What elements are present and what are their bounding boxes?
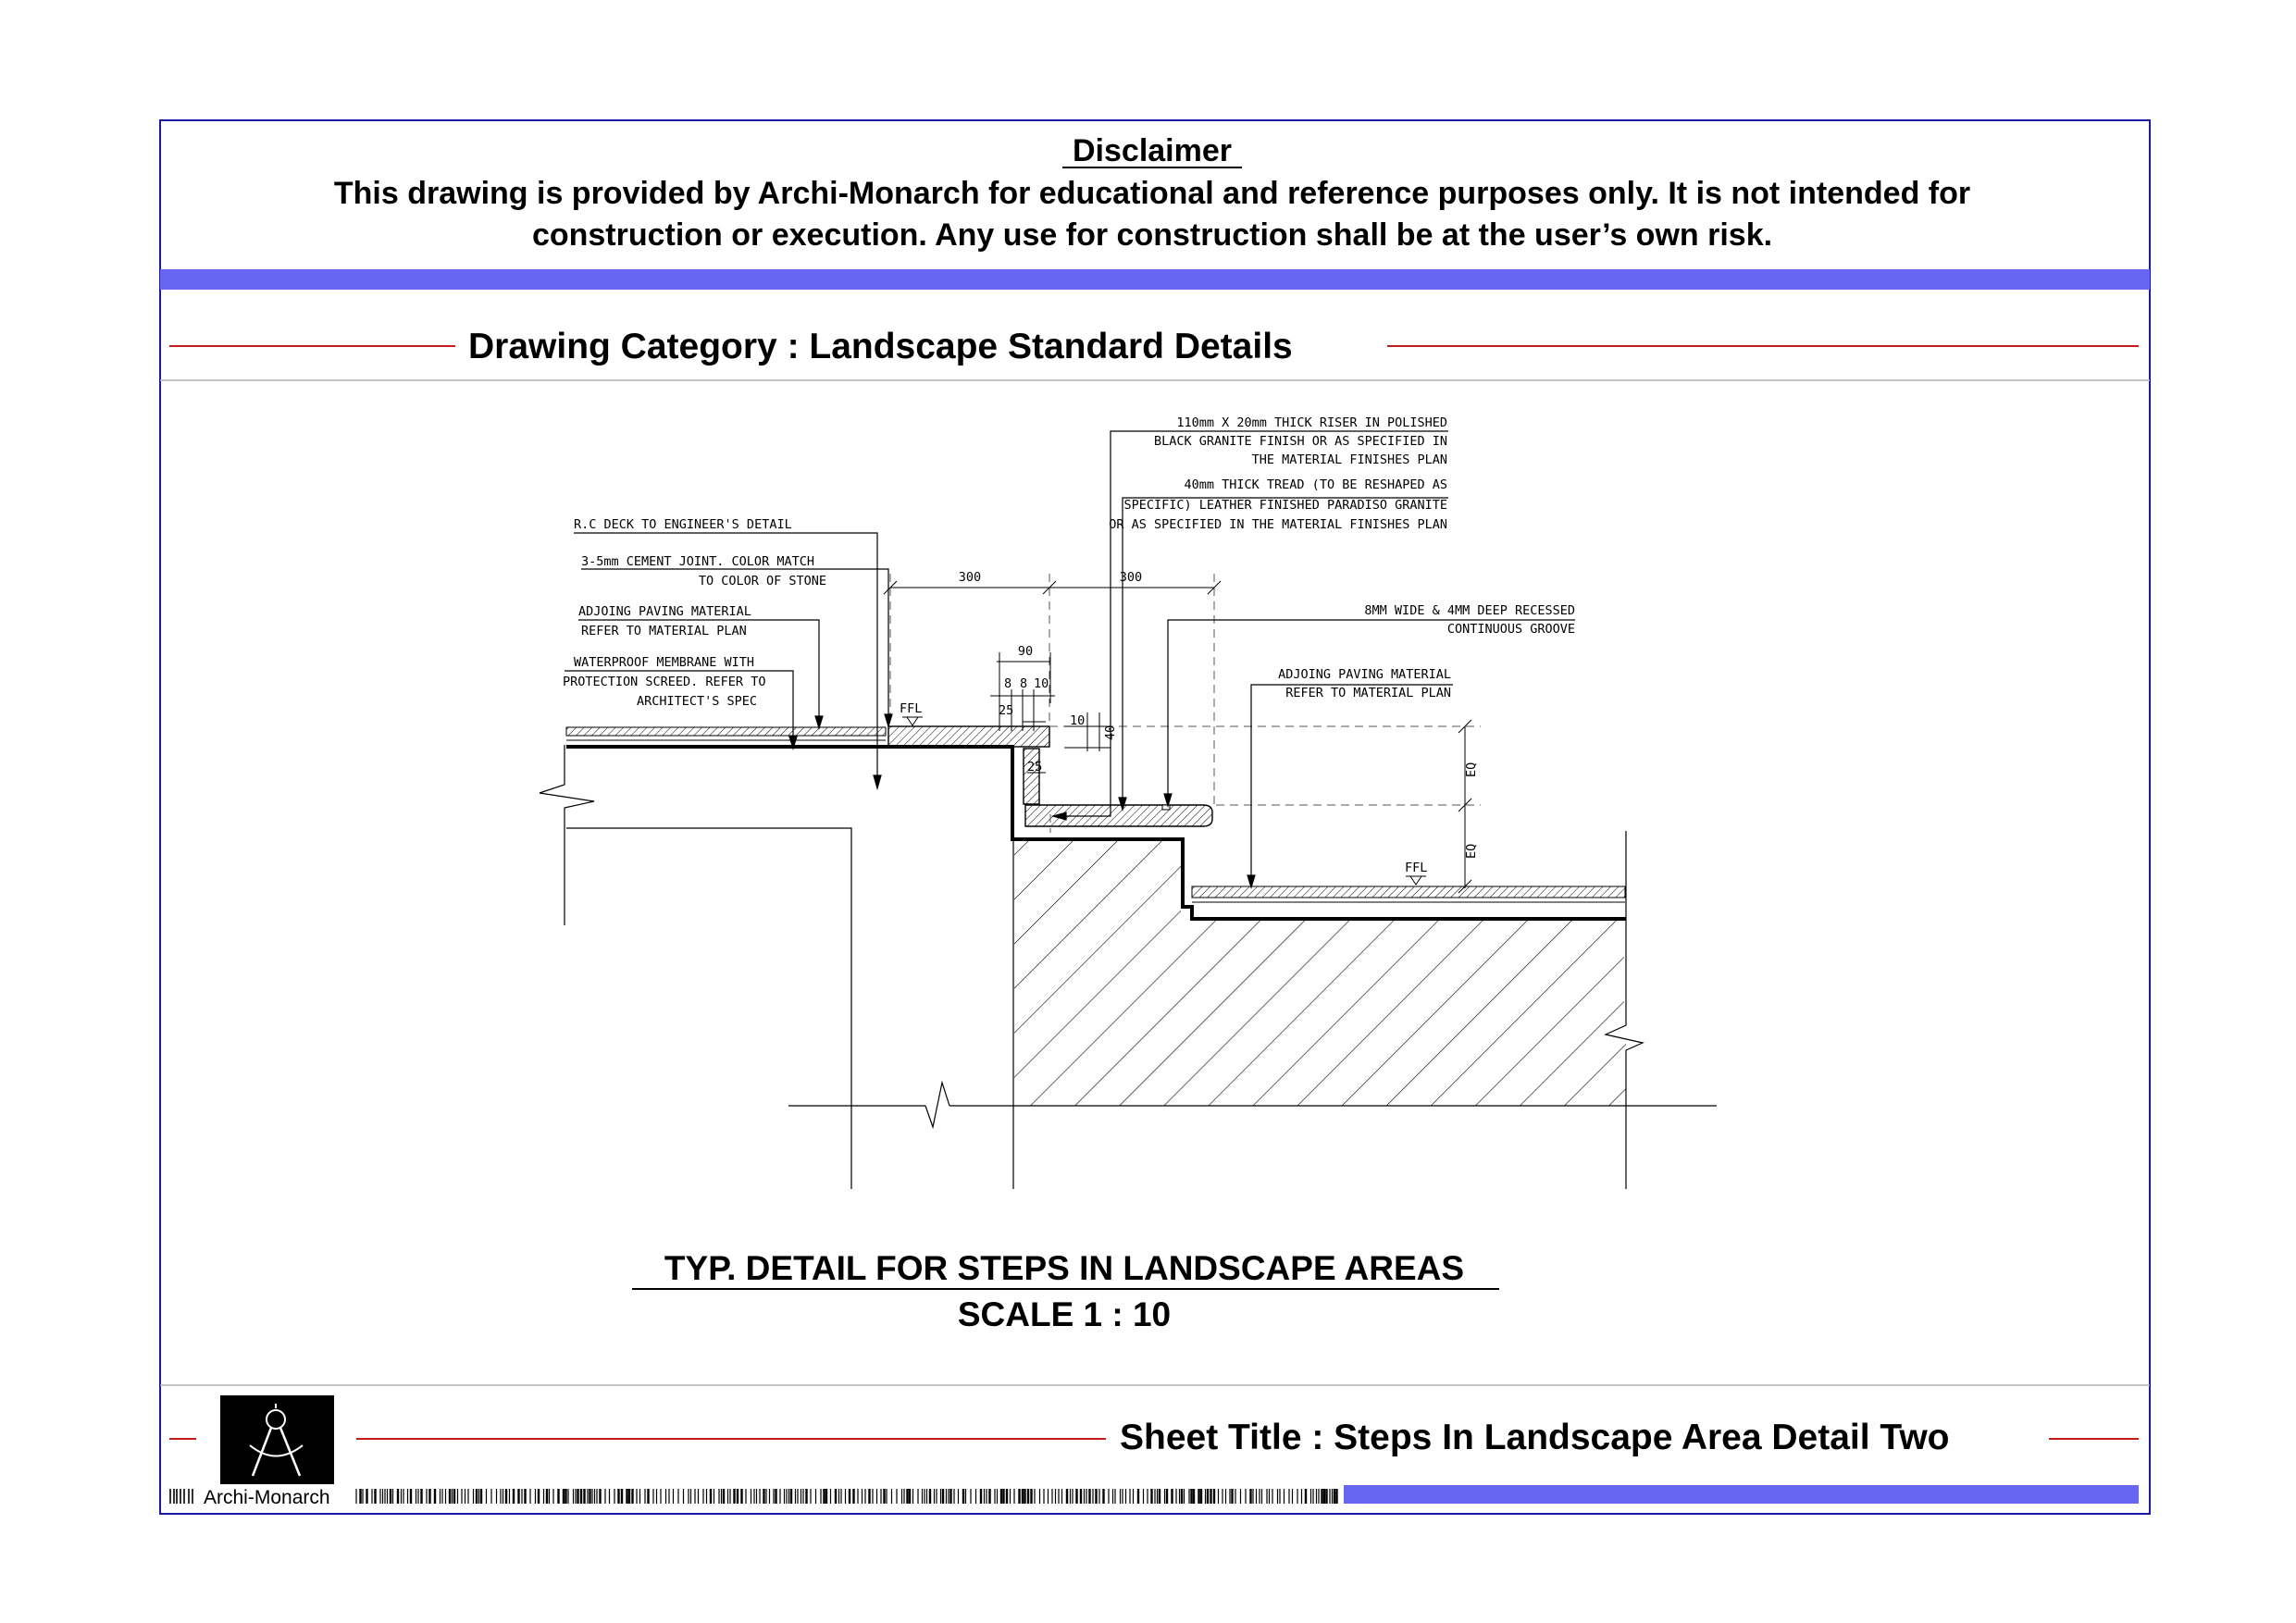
archi-monarch-logo-icon xyxy=(220,1395,334,1484)
upper-paving-left xyxy=(565,726,887,737)
note-groove-1: 8MM WIDE & 4MM DEEP RECESSED xyxy=(1364,603,1575,618)
note-cement-joint-1: 3-5mm CEMENT JOINT. COLOR MATCH xyxy=(581,554,814,569)
disclaimer-heading: Disclaimer xyxy=(1073,133,1232,168)
dimension-side xyxy=(1064,712,1111,751)
dim-90: 90 xyxy=(1018,644,1033,659)
note-membrane-3: ARCHITECT'S SPEC xyxy=(637,694,757,709)
annotation-texts: R.C DECK TO ENGINEER'S DETAIL 3-5mm CEME… xyxy=(563,415,1575,709)
sheet-title: Sheet Title : Steps In Landscape Area De… xyxy=(1120,1418,1950,1457)
note-membrane-2: PROTECTION SCREED. REFER TO xyxy=(563,675,765,689)
note-paving-left-1: ADJOING PAVING MATERIAL xyxy=(578,604,751,619)
outer-frame xyxy=(159,119,2151,1515)
upper-coping-stone xyxy=(887,725,1050,748)
barcode-strip xyxy=(355,1489,1338,1504)
barcode-strip-left xyxy=(169,1489,193,1504)
dim-eq-upper: EQ xyxy=(1464,762,1479,777)
dim-300-left: 300 xyxy=(959,570,981,585)
detail-title: TYP. DETAIL FOR STEPS IN LANDSCAPE AREAS xyxy=(664,1249,1464,1287)
note-membrane-1: WATERPROOF MEMBRANE WITH xyxy=(574,655,754,670)
note-groove-2: CONTINUOUS GROOVE xyxy=(1447,622,1575,637)
ffl-marker-upper xyxy=(902,716,923,726)
note-paving-right-2: REFER TO MATERIAL PLAN xyxy=(1285,686,1451,700)
logo-text: Archi-Monarch xyxy=(204,1487,330,1508)
left-break-line xyxy=(539,745,595,828)
accent-band-top xyxy=(160,269,2150,290)
granite-tread xyxy=(1024,804,1213,827)
disclaimer-line-2: construction or execution. Any use for c… xyxy=(532,217,1772,253)
dimension-90 xyxy=(997,652,1051,731)
dim-10-side: 10 xyxy=(1070,713,1085,728)
dim-8b: 8 xyxy=(1020,676,1027,691)
dim-25: 25 xyxy=(999,703,1013,718)
step-concrete-body xyxy=(1014,841,1626,1106)
note-cement-joint-2: TO COLOR OF STONE xyxy=(699,574,826,588)
construction-lines xyxy=(889,574,1481,833)
dimension-eq xyxy=(1458,719,1472,894)
dimension-300 xyxy=(883,580,1222,595)
leader-lines xyxy=(565,430,1575,890)
disclaimer-section: Disclaimer This drawing is provided by A… xyxy=(334,133,1970,253)
dim-eq-lower: EQ xyxy=(1464,844,1479,859)
note-riser-3: THE MATERIAL FINISHES PLAN xyxy=(1252,452,1447,467)
note-riser-2: BLACK GRANITE FINISH OR AS SPECIFIED IN xyxy=(1154,434,1447,449)
dimension-small xyxy=(990,689,1055,731)
note-riser-1: 110mm X 20mm THICK RISER IN POLISHED xyxy=(1176,415,1447,430)
category-section: Drawing Category : Landscape Standard De… xyxy=(169,327,2139,366)
dim-25-riser: 25 xyxy=(1027,760,1042,774)
ffl-upper-label: FFL xyxy=(900,701,922,716)
note-tread-1: 40mm THICK TREAD (TO BE RESHAPED AS xyxy=(1185,477,1447,492)
note-tread-3: OR AS SPECIFIED IN THE MATERIAL FINISHES… xyxy=(1109,517,1447,532)
structural-slab-line xyxy=(566,745,1626,921)
granite-riser xyxy=(1023,748,1040,805)
footer-section: Sheet Title : Steps In Landscape Area De… xyxy=(169,1395,2139,1508)
note-paving-left-2: REFER TO MATERIAL PLAN xyxy=(581,624,747,638)
ffl-lower-label: FFL xyxy=(1405,861,1427,875)
lower-paving-right xyxy=(1191,886,1626,898)
detail-title-block: TYP. DETAIL FOR STEPS IN LANDSCAPE AREAS… xyxy=(632,1249,1499,1333)
rc-deck-underside xyxy=(566,827,852,1189)
disclaimer-line-1: This drawing is provided by Archi-Monarc… xyxy=(334,176,1970,211)
note-tread-2: SPECIFIC) LEATHER FINISHED PARADISO GRAN… xyxy=(1124,498,1448,513)
dim-300-right: 300 xyxy=(1120,570,1142,585)
ffl-marker-lower xyxy=(1406,875,1426,886)
accent-band-bottom xyxy=(1344,1485,2139,1504)
ground-break xyxy=(925,1080,950,1130)
step-section-drawing: 300 300 90 8 8 10 25 10 40 xyxy=(539,415,1717,1189)
dim-8: 8 xyxy=(1004,676,1011,691)
note-paving-right-1: ADJOING PAVING MATERIAL xyxy=(1278,667,1451,682)
detail-scale: SCALE 1 : 10 xyxy=(958,1295,1171,1333)
tread-groove xyxy=(1161,804,1171,811)
right-break-line xyxy=(1604,831,1644,1189)
note-rc-deck: R.C DECK TO ENGINEER'S DETAIL xyxy=(574,517,792,532)
dim-10: 10 xyxy=(1034,676,1049,691)
category-title: Drawing Category : Landscape Standard De… xyxy=(468,327,1293,366)
